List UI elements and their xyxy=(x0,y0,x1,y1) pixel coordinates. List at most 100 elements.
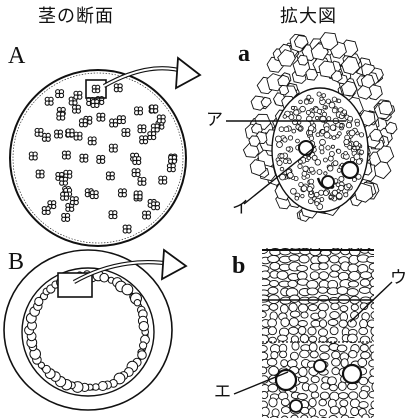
tissue-cells-b xyxy=(257,247,381,418)
tissue-cell xyxy=(308,304,317,310)
tissue-cell xyxy=(330,406,339,414)
bundle-cell xyxy=(296,139,300,143)
tissue-cell xyxy=(332,359,341,367)
bundle-cell xyxy=(336,193,342,199)
tissue-cell xyxy=(328,319,338,325)
tissue-cell xyxy=(318,310,326,318)
bundle-cell xyxy=(296,115,301,120)
tissue-cell xyxy=(310,272,319,280)
arrow-head-b xyxy=(162,250,186,279)
tissue-cell xyxy=(319,399,327,406)
bundle-cell xyxy=(315,202,319,206)
tissue-cell xyxy=(319,320,326,328)
tissue-cell xyxy=(348,281,358,287)
tissue-cell xyxy=(331,303,339,310)
bundle-cell xyxy=(360,150,364,154)
tissue-cell xyxy=(371,303,380,309)
tissue-cell xyxy=(298,394,308,400)
bundle-cell xyxy=(283,115,287,119)
tissue-cell xyxy=(351,407,359,415)
tissue-cell xyxy=(258,311,266,317)
bundle-cell xyxy=(294,110,299,115)
parenchyma-cell xyxy=(306,69,318,80)
vascular-bundle xyxy=(155,128,159,132)
bundle-cell xyxy=(304,100,309,105)
tissue-cell xyxy=(290,295,300,302)
vessel-right-a xyxy=(342,162,358,178)
vascular-bundle xyxy=(101,159,105,163)
tissue-cell xyxy=(268,295,279,304)
tissue-cell xyxy=(280,305,288,314)
tissue-cell xyxy=(258,279,270,286)
vascular-bundle xyxy=(142,181,146,185)
tissue-cell xyxy=(268,327,276,335)
tissue-cell xyxy=(358,358,367,366)
panel-label-a-lower: a xyxy=(238,42,250,66)
bundle-cell xyxy=(292,129,296,133)
bundle-cell xyxy=(310,98,314,102)
tissue-cell xyxy=(338,295,349,304)
callout-u: ウ xyxy=(390,270,407,287)
tissue-cell xyxy=(311,376,319,383)
vascular-bundle xyxy=(73,101,77,105)
tissue-cell xyxy=(359,391,368,399)
bundle-cell xyxy=(333,161,338,166)
tissue-cell xyxy=(330,327,338,335)
tissue-cell xyxy=(277,271,288,279)
bundle-cell xyxy=(354,141,359,146)
tissue-cell xyxy=(318,255,329,263)
vascular-bundle xyxy=(163,180,167,184)
bundle-cell xyxy=(324,127,329,132)
tissue-cell xyxy=(367,256,378,262)
vascular-bundle xyxy=(142,129,146,133)
tissue-cell xyxy=(360,279,370,286)
bundle-cell xyxy=(288,136,292,140)
vessel-right-b xyxy=(343,365,361,383)
vascular-bundle xyxy=(152,135,156,139)
tissue-cell xyxy=(297,265,308,271)
tissue-cell xyxy=(300,350,310,358)
bundle-cell xyxy=(309,179,314,184)
tissue-cell xyxy=(298,376,308,382)
tissue-cell xyxy=(318,303,328,311)
vascular-bundle xyxy=(88,120,92,124)
tissue-cell xyxy=(270,262,280,270)
tissue-cell xyxy=(371,271,380,279)
bundle-cell xyxy=(300,106,306,112)
magnified-b xyxy=(234,247,392,418)
vascular-bundle xyxy=(49,101,53,105)
tissue-cell xyxy=(318,329,327,337)
tissue-cell xyxy=(330,271,339,277)
tissue-cell xyxy=(268,255,279,262)
bundle-cell xyxy=(308,131,312,135)
vascular-bundle xyxy=(113,123,117,127)
bundle-cell xyxy=(356,159,361,164)
bundle-cell xyxy=(332,97,336,101)
tissue-cell xyxy=(329,384,337,390)
tissue-cell xyxy=(319,272,329,280)
vascular-bundle xyxy=(66,155,70,159)
tissue-cell xyxy=(320,353,330,360)
vascular-bundle xyxy=(172,159,176,163)
bundle-cell xyxy=(288,160,292,164)
bundle-cell xyxy=(277,160,282,165)
bundle-cell xyxy=(320,139,326,145)
tissue-cell xyxy=(309,343,317,352)
tissue-cell xyxy=(369,376,377,383)
vascular-bundle xyxy=(74,200,78,204)
tissue-cell xyxy=(372,335,379,341)
bundle-cell xyxy=(320,150,324,154)
vascular-bundle xyxy=(40,174,44,178)
bundle-cell xyxy=(279,127,284,132)
tissue-cell xyxy=(338,393,348,399)
tissue-cell xyxy=(371,327,379,335)
callout-a: ア xyxy=(206,112,223,129)
ring-bundle-cell xyxy=(140,342,147,349)
tissue-cell xyxy=(308,327,316,335)
vascular-bundle xyxy=(155,206,159,210)
tissue-cell xyxy=(321,383,330,390)
tissue-cell xyxy=(299,367,307,376)
bundle-cell xyxy=(329,195,332,198)
tissue-cell xyxy=(320,392,329,399)
vascular-bundle xyxy=(136,172,140,176)
